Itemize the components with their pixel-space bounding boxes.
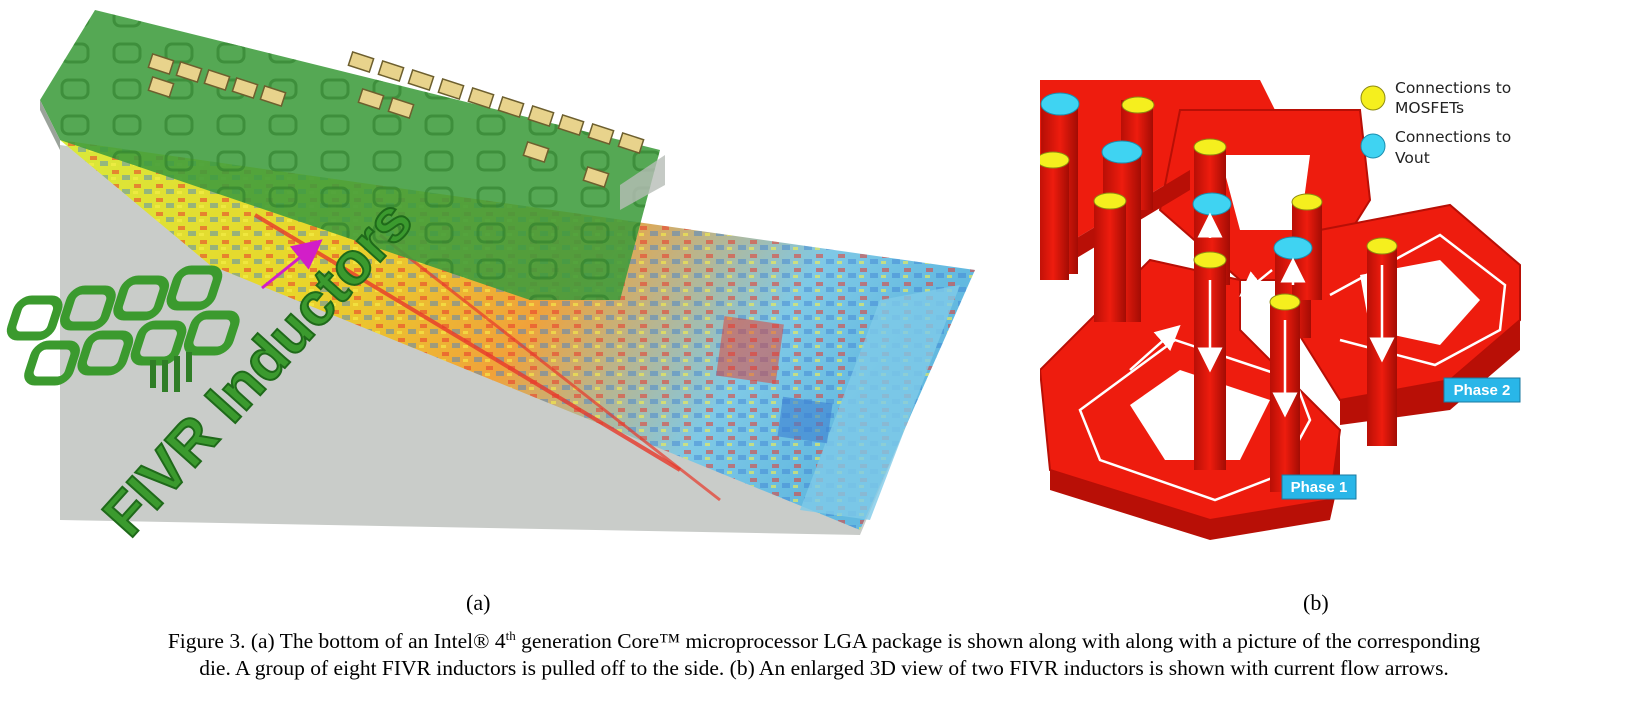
caption-part-2: generation Core™ microprocessor LGA pack… — [515, 629, 1481, 653]
legend-mosfet-swatch — [1360, 85, 1386, 111]
package-die-illustration: FIVR Inductors — [6, 10, 975, 550]
vout-connections — [1040, 92, 1313, 260]
sublabel-b: (b) — [1303, 590, 1329, 615]
mosfet-connections — [1036, 96, 1398, 311]
figure-a: FIVR Inductors — [6, 10, 975, 550]
current-flow-arrows — [1129, 212, 1395, 418]
legend-vout-line1: Connections to — [1395, 128, 1511, 146]
figure-caption: Figure 3. (a) The bottom of an Intel® 4t… — [8, 628, 1640, 682]
caption-superscript: th — [505, 627, 516, 643]
figure-b: Phase 1 Phase 2 Connections to MOSFETs C… — [1023, 79, 1640, 570]
package-capacitors — [147, 50, 645, 189]
sublabel-a: (a) — [466, 590, 491, 615]
legend-vout-line2: Vout — [1395, 149, 1430, 167]
svg-text:Phase 2: Phase 2 — [1454, 382, 1511, 399]
legend-mosfet-line1: Connections to — [1395, 80, 1511, 97]
legend-mosfet-line2: MOSFETs — [1395, 99, 1464, 117]
inductor-3d-view: Phase 1 Phase 2 Connections to MOSFETs C… — [1023, 79, 1521, 540]
pull-out-arrow — [261, 239, 323, 290]
caption-part-1: Figure 3. (a) The bottom of an Intel® 4 — [167, 629, 506, 653]
phase-2-badge: Phase 2 — [1443, 377, 1521, 403]
caption-line-2: die. A group of eight FIVR inductors is … — [199, 656, 1449, 680]
svg-text:Phase 1: Phase 1 — [1291, 479, 1348, 496]
legend-vout-swatch — [1360, 133, 1386, 159]
fivr-inductor-group — [6, 265, 240, 386]
legend: Connections to MOSFETs Connections to Vo… — [1360, 79, 1511, 167]
phase-1-badge: Phase 1 — [1281, 474, 1357, 500]
